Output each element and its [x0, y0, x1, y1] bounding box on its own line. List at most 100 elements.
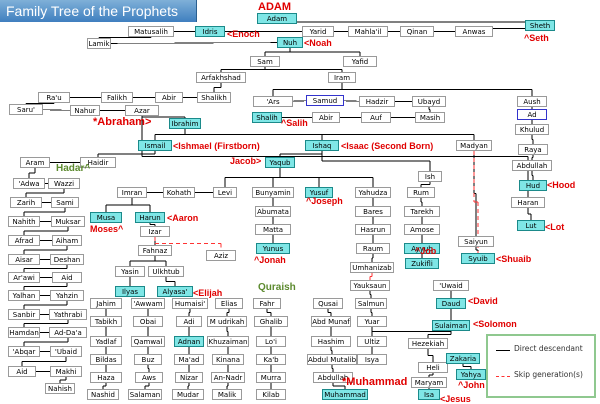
label-elijah: <Elijah: [193, 288, 223, 298]
node-aziz: Aziz: [206, 250, 236, 261]
node-ars: 'Ars: [253, 96, 293, 107]
node-madyan: Madyan: [456, 140, 492, 151]
node-adnan: Adnan: [174, 336, 204, 347]
node-hasrun: Hasrun: [355, 224, 391, 235]
node-shalih: Shalih: [252, 112, 282, 123]
node-obai: Obai: [133, 316, 163, 327]
node-saiyun: Saiyun: [458, 236, 494, 247]
node-zakaria: Zakaria: [446, 353, 480, 364]
node-mahalil: Mahla'il: [348, 26, 388, 37]
node-sami: Sami: [51, 197, 79, 208]
node-ubayd: Ubayd: [412, 96, 446, 107]
node-kinana: Kinana: [212, 354, 244, 365]
node-abir2: Abir: [312, 112, 340, 123]
label-joseph: ^Joseph: [306, 196, 343, 206]
node-nashid: Nashid: [87, 389, 119, 400]
node-falikh: Falikh: [101, 92, 133, 103]
node-adwa: 'Adwa: [13, 178, 45, 189]
legend-dashed-line: [496, 376, 510, 377]
node-deshan: Deshan: [50, 254, 84, 265]
node-matusalih: Matusalih: [128, 26, 174, 37]
node-aid2: Aid: [8, 366, 36, 377]
node-idris: Idris: [195, 26, 225, 37]
node-ismail: Ismail: [138, 140, 172, 151]
node-rau: Ra'u: [38, 92, 70, 103]
label-enoch: <Enoch: [227, 29, 260, 39]
node-aiham: Aiham: [52, 235, 82, 246]
node-samud: Samud: [306, 95, 344, 106]
node-ubaid: 'Ubaid: [50, 346, 82, 357]
node-levi: Levi: [213, 187, 237, 198]
label-salih: ^Salih: [281, 118, 308, 128]
node-tarekh: Tarekh: [404, 206, 440, 217]
node-fahr: Fahr: [253, 298, 281, 309]
label-jacob: Jacob>: [230, 156, 262, 166]
node-abqar: 'Abqar: [8, 346, 40, 357]
node-arawi: Ar'awi: [8, 272, 40, 283]
node-yahzin: Yahzin: [50, 290, 84, 301]
label-john: ^John: [458, 380, 485, 390]
node-mudrikah: M udrikah: [207, 316, 247, 327]
node-arfakhshad: Arfakhshad: [196, 72, 246, 83]
node-abdmunaf: Abd Munaf: [311, 316, 351, 327]
node-tabikh: Tabikh: [90, 316, 122, 327]
node-yadlaf: Yadlaf: [90, 336, 122, 347]
node-ishaq: Ishaq: [305, 140, 339, 151]
label-seth: ^Seth: [524, 33, 549, 43]
node-isa: Isa: [418, 389, 440, 400]
node-abdulmutalib: Abdul Mutalib: [307, 354, 357, 365]
node-ulkhtub: Ulkhtub: [148, 266, 184, 277]
node-yalhan: Yalhan: [8, 290, 40, 301]
node-lut: Lut: [517, 220, 545, 231]
label-ishmael: <Ishmael (Firstborn): [173, 141, 260, 151]
node-daud: Daud: [436, 298, 466, 309]
node-awwam: 'Awwam: [131, 298, 165, 309]
node-shalikh: Shalikh: [197, 92, 231, 103]
node-ad: Ad: [517, 109, 547, 120]
node-zukifli: Zukifli: [405, 258, 439, 269]
page-title: Family Tree of the Prophets: [6, 3, 178, 19]
node-bares: Bares: [355, 206, 391, 217]
node-malik: Malik: [212, 389, 242, 400]
legend-skip-text: Skip generation(s): [514, 370, 583, 379]
node-loi: Lo'i: [256, 336, 286, 347]
node-aram: Aram: [20, 157, 50, 168]
node-ibrahim: Ibrahim: [169, 118, 201, 129]
node-kilab: Kilab: [256, 389, 286, 400]
node-iram: Iram: [328, 72, 356, 83]
node-elias: Elias: [215, 298, 243, 309]
node-muhammad: Muhammad: [322, 389, 368, 400]
node-salaman: Salaman: [128, 389, 162, 400]
node-yathrabi: Yathrabi: [49, 309, 87, 320]
node-aid: Aid: [52, 272, 82, 283]
node-aisar: Aisar: [8, 254, 40, 265]
node-yahya: Yahya: [456, 369, 486, 380]
node-ghalib: Ghalib: [254, 316, 288, 327]
node-murra: Murra: [256, 372, 286, 383]
node-yunus: Yunus: [256, 243, 290, 254]
node-umhanizab: Umhanizab: [350, 262, 394, 273]
node-raum: Raum: [356, 243, 390, 254]
node-fahnaz: Fahnaz: [138, 245, 172, 256]
node-rum: Rum: [407, 187, 435, 198]
node-kab: Ka'b: [256, 354, 286, 365]
node-yaqub: Yaqub: [265, 157, 295, 168]
node-abdullah2: Abdullah: [313, 372, 353, 383]
node-yuar: Yuar: [357, 316, 387, 327]
node-hud: Hud: [519, 180, 547, 191]
group-label-hadar: Hadar^: [56, 163, 91, 174]
node-nahith: Nahith: [8, 216, 40, 227]
node-haza: Haza: [90, 372, 122, 383]
group-label-quraish: Quraish: [258, 282, 296, 293]
label-jesus: <Jesus: [440, 394, 471, 404]
node-musa: Musa: [90, 212, 122, 223]
node-yafid: Yafid: [343, 56, 377, 67]
node-aws: Aws: [135, 372, 163, 383]
node-adam: Adam: [257, 13, 297, 24]
node-syuib: Syuib: [461, 253, 495, 264]
label-muhammad: *Muhammad: [342, 376, 408, 388]
label-solomon: <Solomon: [473, 319, 517, 329]
node-abdullah1: Abdullah: [512, 160, 552, 171]
legend-solid-line: [496, 350, 510, 351]
node-afrad: Afrad: [8, 235, 40, 246]
